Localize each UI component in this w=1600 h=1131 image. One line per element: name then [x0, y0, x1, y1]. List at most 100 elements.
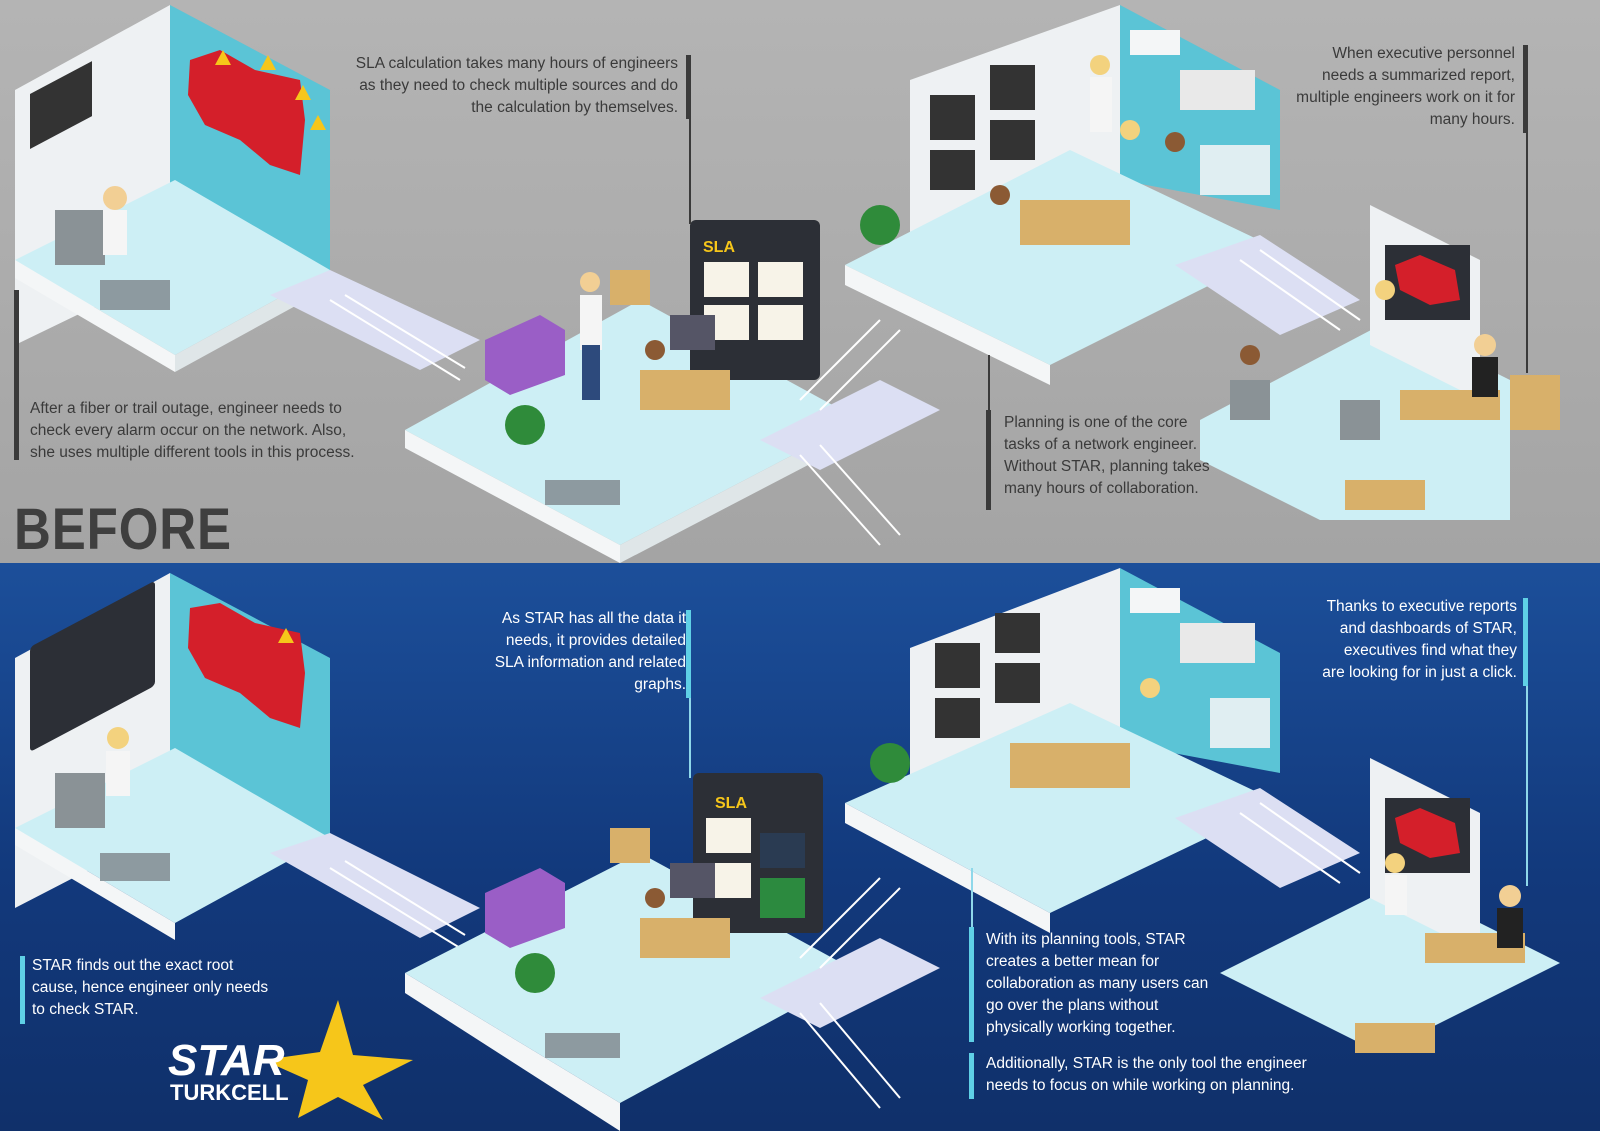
engineer-figure [580, 272, 600, 292]
plant [860, 205, 900, 245]
wall-map-frame [935, 643, 980, 688]
turkey-map-icon [188, 603, 305, 728]
monitor [1230, 380, 1270, 420]
warning-icon [278, 628, 294, 643]
air-conditioner [1130, 30, 1180, 55]
caption-line: collaboration as many users can [986, 975, 1209, 992]
executive-figure [1474, 334, 1496, 356]
turkey-map-icon [1395, 808, 1460, 858]
before-panel: SLA [0, 0, 1600, 563]
caption-accent-bar [686, 610, 691, 698]
desk [640, 918, 730, 958]
engineer-figure [1375, 280, 1395, 300]
caption-accent-bar [686, 55, 691, 119]
executive-caption: Thanks to executive reports and dashboar… [1270, 596, 1517, 684]
monitor [55, 210, 105, 265]
caption-line: she uses multiple different tools in thi… [30, 444, 355, 461]
printer-box [610, 270, 650, 305]
caption-line: Without STAR, planning takes [1004, 458, 1210, 475]
caption-accent-bar [14, 290, 19, 460]
printer-box [610, 828, 650, 863]
caption-accent-bar [986, 410, 991, 510]
caption-line: With its planning tools, STAR [986, 931, 1186, 948]
star-alarm-room [15, 573, 330, 940]
caption-leader-line [1526, 686, 1528, 886]
caption-leader-line [689, 119, 691, 224]
caption-line: many hours. [1429, 111, 1515, 128]
engineer-figure [107, 727, 129, 749]
caption-line: check every alarm occur on the network. … [30, 422, 347, 439]
logo-company-text: TURKCELL [170, 1080, 289, 1105]
after-panel: SLA [0, 563, 1600, 1131]
desk [640, 370, 730, 410]
stairs [329, 294, 466, 381]
before-title: BEFORE [14, 497, 232, 562]
caption-line: Additionally, STAR is the only tool the … [986, 1055, 1307, 1072]
engineer-figure [645, 340, 665, 360]
engineer-figure [1240, 345, 1260, 365]
root-cause-caption: STAR finds out the exact root cause, hen… [32, 955, 292, 1021]
sla-screen-label: SLA [715, 795, 747, 812]
caption-line: the calculation by themselves. [471, 99, 678, 116]
meeting-table [1010, 743, 1130, 788]
bookshelf [1180, 70, 1255, 110]
caption-leader-line [689, 698, 691, 778]
stairs [760, 319, 940, 546]
router-rack [100, 280, 170, 310]
caption-leader-line [971, 868, 973, 928]
wall-map-frame [930, 95, 975, 140]
caption-accent-bar [1523, 45, 1528, 133]
star-sla-office: SLA [405, 773, 860, 1131]
turkey-map-icon [1395, 255, 1460, 305]
planning-room [845, 5, 1280, 385]
caption-line: Thanks to executive reports [1326, 598, 1517, 615]
star-executive-office [1220, 758, 1560, 1053]
caption-line: tasks of a network engineer. [1004, 436, 1198, 453]
outage-caption: After a fiber or trail outage, engineer … [30, 398, 390, 464]
warning-icon [310, 115, 326, 130]
bookshelf [1180, 623, 1255, 663]
executive-office [1200, 205, 1560, 520]
sla-caption: SLA calculation takes many hours of engi… [330, 53, 678, 119]
plant [870, 743, 910, 783]
star-planning-room [845, 568, 1280, 933]
planning-caption: With its planning tools, STAR creates a … [986, 929, 1246, 1039]
stairs [1175, 235, 1361, 335]
plant [505, 405, 545, 445]
router-rack [545, 480, 620, 505]
star-turkcell-logo: STAR TURKCELL [168, 1000, 413, 1120]
caption-line: creates a better mean for [986, 953, 1160, 970]
caption-accent-bar [969, 1053, 974, 1099]
caption-line: graphs. [634, 676, 686, 693]
planter [1345, 480, 1425, 510]
caption-line: SLA calculation takes many hours of engi… [355, 55, 678, 72]
star-map-screen [30, 582, 155, 751]
air-conditioner [1130, 588, 1180, 613]
caption-line: When executive personnel [1332, 45, 1515, 62]
caption-line: multiple engineers work on it for [1296, 89, 1515, 106]
caption-leader-line [1526, 133, 1528, 373]
sla-office: SLA [405, 220, 860, 563]
walkway [270, 833, 480, 938]
caption-line: cause, hence engineer only needs [32, 979, 269, 996]
caption-line: As STAR has all the data it [501, 610, 686, 627]
turkey-map-icon [188, 50, 305, 175]
monitor [1340, 400, 1380, 440]
kitchen-shelf [1210, 698, 1270, 748]
sla-screen-label: SLA [703, 239, 735, 256]
caption-accent-bar [20, 956, 25, 1024]
caption-line: Planning is one of the core [1004, 414, 1188, 431]
warning-icon [295, 85, 311, 100]
planter [1355, 1023, 1435, 1053]
walkway [270, 270, 480, 370]
caption-accent-bar [1523, 598, 1528, 686]
planning-caption: Planning is one of the core tasks of a n… [1004, 412, 1264, 500]
cabinet [1510, 375, 1560, 430]
monitor [55, 773, 105, 828]
engineer-figure [1165, 132, 1185, 152]
after-isometric-scene: SLA [15, 568, 1560, 1131]
caption-line: STAR finds out the exact root [32, 957, 234, 974]
star-icon [263, 1000, 413, 1120]
engineer-figure [990, 185, 1010, 205]
caption-leader-line [988, 355, 990, 410]
